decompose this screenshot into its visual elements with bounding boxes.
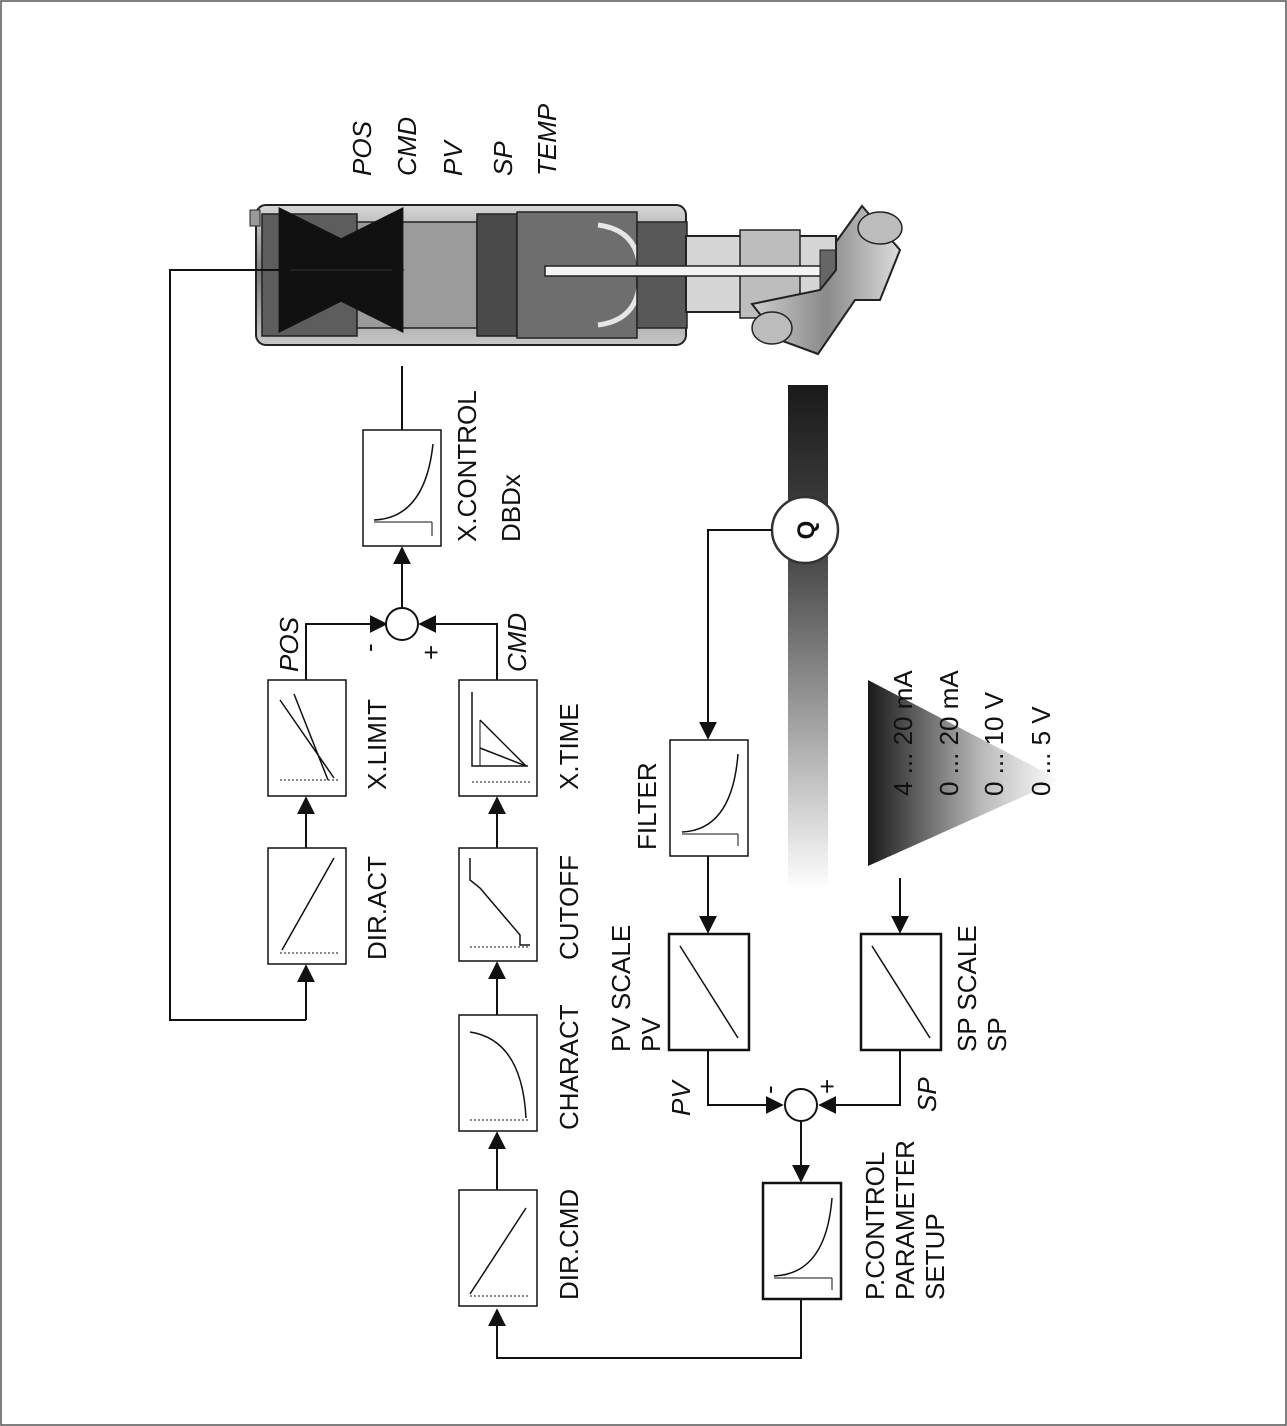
process-output-line — [488, 1299, 802, 1359]
block-dir-cmd — [458, 1189, 538, 1307]
range-0-5v: 0 ... 5 V — [1026, 706, 1056, 796]
block-filter — [669, 739, 749, 857]
label-sp-scale-sub: SP — [982, 1017, 1012, 1052]
label-sp-scale: SP SCALE — [952, 925, 982, 1052]
block-x-limit — [267, 679, 347, 797]
signal-cmd-label: CMD — [502, 613, 532, 672]
block-cutoff — [458, 847, 538, 962]
range-0-10v: 0 ... 10 V — [979, 691, 1009, 796]
actuator-signal-sp: SP — [488, 141, 518, 176]
label-p-control: P.CONTROL — [860, 1152, 890, 1300]
process-summer-minus: - — [754, 1085, 784, 1094]
signal-range-triangle — [868, 680, 1060, 866]
signal-pv-label: PV — [666, 1079, 696, 1116]
block-charact — [458, 1014, 538, 1132]
actuator-signal-cmd: CMD — [392, 117, 422, 176]
label-setup: SETUP — [920, 1213, 950, 1300]
summer-minus: - — [354, 643, 384, 652]
label-dir-cmd: DIR.CMD — [554, 1189, 584, 1300]
process-summer-plus: + — [812, 1079, 842, 1094]
label-pv-scale-sub: PV — [636, 1017, 666, 1052]
block-pv-scale — [667, 932, 751, 1052]
feedback-line — [169, 269, 306, 1021]
actuator-signal-temp: TEMP — [532, 103, 562, 176]
label-dir-act: DIR.ACT — [362, 856, 392, 960]
flow-sensor-label: Q — [793, 521, 820, 540]
signal-sp-label: SP — [912, 1077, 942, 1112]
range-0-20ma: 0 ... 20 mA — [934, 670, 964, 796]
block-dir-act — [267, 847, 347, 965]
label-dbdx: DBDx — [496, 474, 526, 542]
actuator-signal-pos: POS — [347, 120, 377, 176]
block-p-control — [761, 1181, 843, 1301]
label-charact: CHARACT — [554, 1004, 584, 1130]
label-cutoff: CUTOFF — [554, 855, 584, 960]
label-x-control: X.CONTROL — [452, 390, 482, 542]
block-sp-scale — [859, 932, 943, 1052]
label-x-time: X.TIME — [554, 703, 584, 790]
flow-gradient-bar — [788, 385, 828, 890]
label-pv-scale: PV SCALE — [606, 925, 636, 1052]
label-filter: FILTER — [632, 762, 662, 850]
block-x-time — [458, 679, 538, 797]
signal-pos-label: POS — [274, 616, 304, 672]
range-4-20ma: 4 ... 20 mA — [888, 670, 918, 796]
valve-stem — [544, 265, 846, 277]
position-summing-junction — [385, 607, 419, 641]
block-x-control — [362, 429, 442, 547]
label-parameter: PARAMETER — [890, 1140, 920, 1300]
summer-plus: + — [416, 645, 446, 660]
label-x-limit: X.LIMIT — [362, 699, 392, 790]
actuator-signal-pv: PV — [438, 139, 468, 176]
valve-actuator-illustration — [249, 204, 903, 356]
